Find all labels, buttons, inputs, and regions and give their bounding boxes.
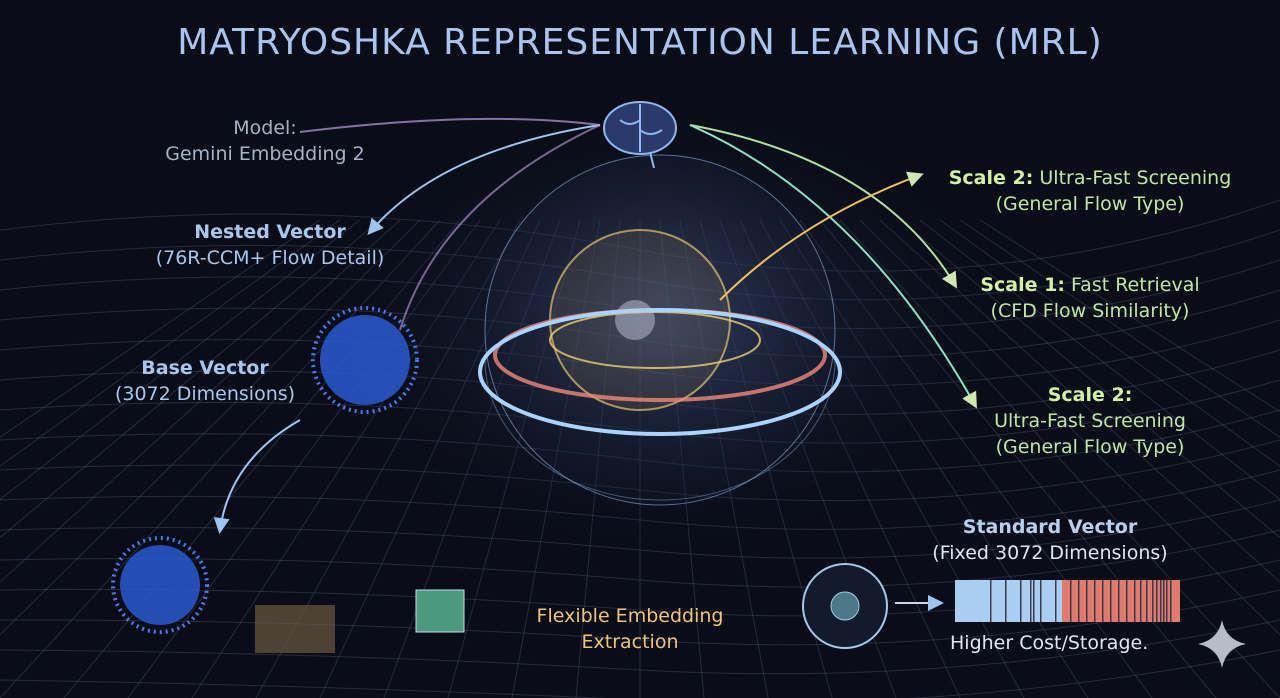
standard-vector-label: Standard Vector (Fixed 3072 Dimensions) bbox=[900, 514, 1200, 566]
grid-line bbox=[0, 219, 381, 539]
base-title: Base Vector bbox=[141, 357, 269, 379]
scale-bot-bold: Scale 2: bbox=[1047, 384, 1133, 406]
nested-sphere-icon bbox=[478, 154, 842, 506]
standard-sub: (Fixed 3072 Dimensions) bbox=[932, 542, 1168, 564]
nested-sub: (76R-CCM+ Flow Detail) bbox=[155, 247, 385, 269]
vector-bar-stripe bbox=[1166, 580, 1168, 622]
model-name: Gemini Embedding 2 bbox=[165, 143, 365, 165]
vector-bar-stripe bbox=[1118, 580, 1120, 622]
vector-bar-stripe bbox=[990, 580, 992, 622]
scale-top-label: Scale 2: Ultra-Fast Screening(General Fl… bbox=[920, 165, 1260, 217]
scale-top-rest: Ultra-Fast Screening bbox=[1033, 167, 1232, 189]
vector-bar-stripe bbox=[1030, 580, 1032, 622]
scale-mid-bold: Scale 1: bbox=[980, 274, 1065, 296]
model-line1: Model: bbox=[233, 117, 297, 139]
grid-line bbox=[959, 219, 1280, 438]
scale-mid-heading: Scale 1: Fast Retrieval bbox=[950, 272, 1230, 298]
page-title: MATRYOSHKA REPRESENTATION LEARNING (MRL) bbox=[177, 22, 1103, 63]
brain-icon bbox=[603, 101, 677, 169]
nested-title: Nested Vector bbox=[194, 221, 346, 243]
scale-bot-sub: (General Flow Type) bbox=[995, 436, 1185, 458]
flow-arrows bbox=[213, 117, 977, 611]
vector-bar-stripe bbox=[1110, 580, 1112, 622]
vector-bar-stripe bbox=[1086, 580, 1088, 622]
vector-bar-stripe bbox=[1170, 580, 1172, 622]
vector-bar-stripe bbox=[1078, 580, 1080, 622]
vector-bar-stripe bbox=[1094, 580, 1096, 622]
grid-line bbox=[919, 219, 1280, 500]
grid-line bbox=[939, 219, 1280, 467]
scale-top-sub: (General Flow Type) bbox=[995, 193, 1185, 215]
base-vector-cluster-icon bbox=[311, 306, 419, 414]
vector-bar-stripe bbox=[1140, 580, 1142, 622]
scale-top-heading: Scale 2: Ultra-Fast Screening bbox=[920, 165, 1260, 191]
sparkle-icon bbox=[1198, 620, 1246, 668]
model-label: Model: Gemini Embedding 2 bbox=[160, 115, 370, 167]
standard-title: Standard Vector bbox=[962, 516, 1138, 538]
heatmap-thumbnail-icon bbox=[415, 589, 465, 633]
vector-bar-stripe bbox=[1126, 580, 1128, 622]
scale-top-bold: Scale 2: bbox=[948, 167, 1034, 189]
grid-line bbox=[0, 529, 1280, 588]
vector-bar-stripe bbox=[1152, 580, 1154, 622]
scale-mid-label: Scale 1: Fast Retrieval(CFD Flow Similar… bbox=[950, 272, 1230, 324]
grid-line bbox=[0, 649, 1280, 698]
scale-bot-line2: Ultra-Fast Screening bbox=[994, 410, 1186, 432]
vector-bar-stripe bbox=[1040, 580, 1042, 622]
grid-line bbox=[0, 619, 1280, 675]
image-stack-icon bbox=[255, 605, 335, 653]
base-vector-label: Base Vector (3072 Dimensions) bbox=[90, 355, 320, 407]
vector-bar-stripe bbox=[1146, 580, 1148, 622]
vector-bar-stripe bbox=[1163, 580, 1165, 622]
vector-bar bbox=[955, 580, 1180, 622]
output-cluster-icon bbox=[111, 536, 209, 634]
vector-bar-stripe bbox=[1160, 580, 1162, 622]
vector-bar-stripe bbox=[1020, 580, 1022, 622]
grid-line bbox=[979, 219, 1280, 413]
vector-bar-stripe bbox=[1005, 580, 1007, 622]
vector-bar-stripe bbox=[1070, 580, 1072, 622]
vector-bar-stripe bbox=[1055, 580, 1057, 622]
nested-vector-label: Nested Vector (76R-CCM+ Flow Detail) bbox=[130, 219, 410, 271]
grid-line bbox=[0, 219, 341, 467]
vector-bar-stripe bbox=[1102, 580, 1104, 622]
grid-line bbox=[0, 219, 361, 500]
flex-line2: Extraction bbox=[581, 631, 679, 653]
vector-bar-stripe bbox=[1033, 580, 1035, 622]
vector-bar-stripe bbox=[1134, 580, 1136, 622]
scale-bot-label: Scale 2: Ultra-Fast Screening (General Flo… bbox=[960, 382, 1220, 460]
standard-vector-disc-icon bbox=[802, 563, 888, 649]
grid-line bbox=[0, 589, 1280, 646]
base-sub: (3072 Dimensions) bbox=[114, 383, 296, 405]
flex-line1: Flexible Embedding bbox=[536, 605, 724, 627]
standard-cost-note: Higher Cost/Storage. bbox=[950, 632, 1149, 654]
grid-line bbox=[0, 219, 321, 438]
scale-mid-sub: (CFD Flow Similarity) bbox=[990, 300, 1190, 322]
vector-bar-stripe bbox=[1156, 580, 1158, 622]
scale-mid-rest: Fast Retrieval bbox=[1064, 274, 1200, 296]
